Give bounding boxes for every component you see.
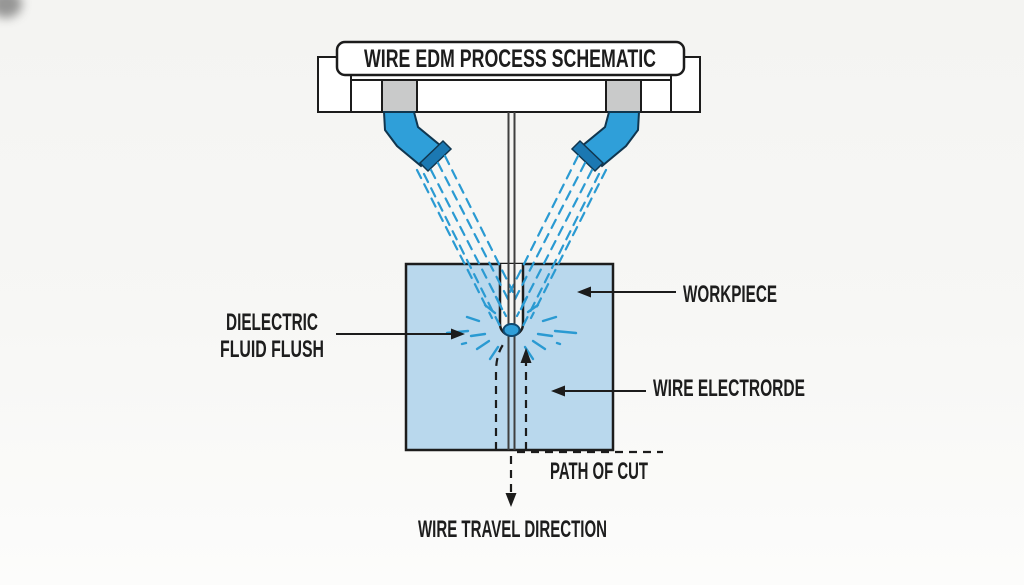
path-of-cut-dashes — [494, 341, 663, 507]
leader-dielectric — [336, 328, 465, 340]
label-path-of-cut: PATH OF CUT — [550, 458, 648, 485]
label-dielectric-fluid-flush-line2: FLUID FLUSH — [220, 336, 324, 363]
down-arrow-icon — [505, 493, 517, 507]
left-arrow-icon — [577, 286, 591, 298]
flush-nozzle-left — [382, 111, 453, 173]
leader-workpiece — [577, 286, 676, 298]
wire-line — [507, 112, 516, 450]
label-dielectric-fluid-flush-line1: DIELECTRIC — [226, 309, 318, 336]
nozzle-bracket-right — [605, 79, 642, 113]
nozzle-right-tip — [570, 139, 605, 173]
spark-droplet — [502, 323, 521, 337]
nozzle-left-tip — [418, 139, 453, 173]
spray-left — [415, 154, 515, 328]
flush-nozzle-right — [570, 111, 641, 173]
diagram-title: WIRE EDM PROCESS SCHEMATIC — [364, 45, 656, 73]
right-arrow-icon — [451, 328, 465, 340]
up-arrow-icon — [520, 348, 532, 363]
upper-machine-head — [317, 40, 701, 113]
leader-wire-electrode — [551, 385, 646, 397]
spray-right — [508, 154, 608, 328]
left-arrow-icon — [551, 385, 565, 397]
label-wire-electrode: WIRE ELECTRORDE — [653, 375, 805, 402]
title-box — [335, 40, 686, 77]
corner-smudge — [0, 0, 22, 18]
label-workpiece: WORKPIECE — [683, 281, 777, 308]
nozzle-bracket-left — [381, 79, 418, 113]
label-wire-travel-direction: WIRE TRAVEL DIRECTION — [418, 516, 607, 543]
